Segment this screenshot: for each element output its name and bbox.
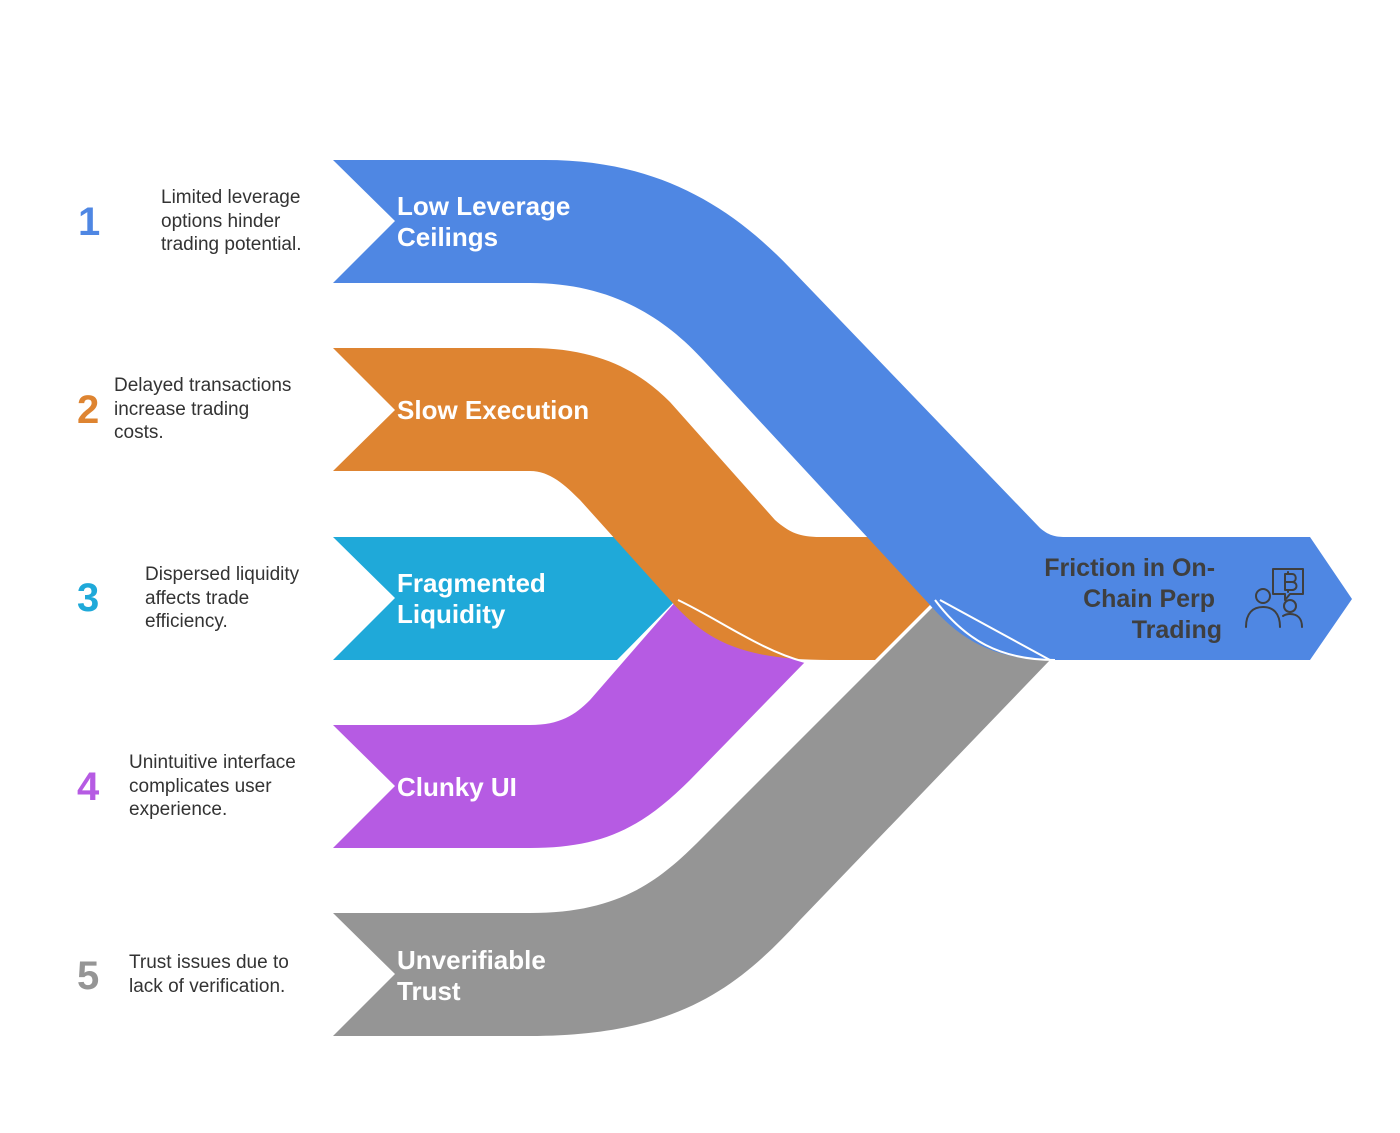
step-description-2: Delayed transactions increase trading co… xyxy=(114,375,292,443)
seam-line-blue xyxy=(934,599,1056,661)
step-number-1: 1 xyxy=(78,200,101,244)
target-label: Friction in On- Chain Perp Trading xyxy=(1044,554,1222,644)
step-description-4: Unintuitive interface complicates user e… xyxy=(129,752,296,820)
step-description-3: Dispersed liquidity affects trade effici… xyxy=(145,564,300,632)
step-description-1: Limited leverage options hinder trading … xyxy=(161,187,302,255)
band-clunky-ui xyxy=(333,600,805,848)
step-description-5: Trust issues due to lack of verification… xyxy=(129,952,289,997)
step-number-3: 3 xyxy=(77,576,100,620)
band-slow-execution xyxy=(333,348,935,660)
band-unverifiable-trust xyxy=(333,600,1050,1036)
band-label-fragmented-liquidity: Fragmented Liquidity xyxy=(397,568,553,629)
band-label-unverifiable-trust: Unverifiable Trust xyxy=(397,945,553,1006)
band-fragmented-liquidity xyxy=(333,537,678,660)
seam-line-purple xyxy=(677,599,806,663)
band-label-slow-execution: Slow Execution xyxy=(397,395,589,425)
step-number-5: 5 xyxy=(77,954,100,998)
step-number-2: 2 xyxy=(77,388,100,432)
seam-line-gray xyxy=(939,599,1051,661)
band-label-low-leverage: Low Leverage Ceilings xyxy=(397,191,578,252)
band-low-leverage-ceilings xyxy=(333,160,1352,660)
bitcoin-discussion-icon xyxy=(1245,568,1304,628)
band-label-clunky-ui: Clunky UI xyxy=(397,772,517,802)
step-number-4: 4 xyxy=(77,765,100,809)
